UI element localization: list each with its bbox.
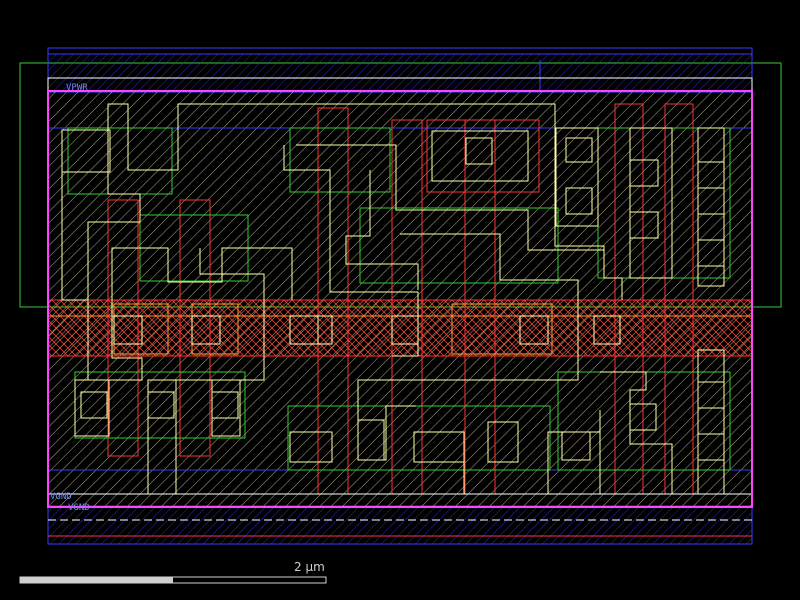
vgnd-label-1: VGND <box>50 492 72 502</box>
scale-bar-label: 2 µm <box>294 560 325 574</box>
vgnd-label-2: VGND <box>68 503 90 513</box>
scale-bar: 2 µm <box>19 560 327 584</box>
vpwr-label: VPWR <box>66 83 88 93</box>
cell-boundary <box>47 90 753 508</box>
scale-bar-fill <box>20 577 173 583</box>
li-field <box>48 92 752 506</box>
li-shapes <box>61 103 725 495</box>
poly-band <box>47 299 753 357</box>
top-power-rail <box>47 47 753 93</box>
poly-contacts <box>113 303 621 355</box>
bottom-ground-rail <box>47 505 753 545</box>
